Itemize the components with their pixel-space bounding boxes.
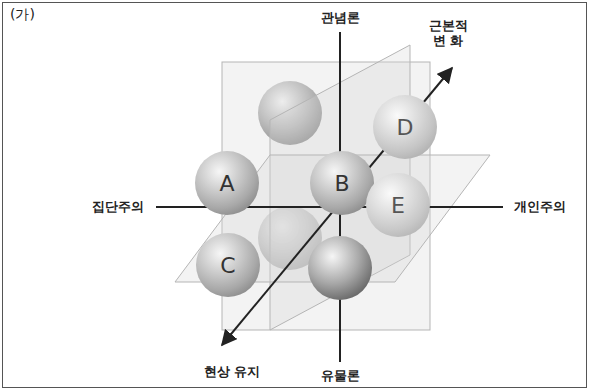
sphere-node: E	[366, 173, 430, 237]
sphere-node: B	[310, 151, 374, 215]
sphere-letter: D	[397, 115, 414, 140]
axis-label: 집단주의	[90, 200, 146, 215]
sphere-letter: C	[220, 253, 235, 278]
sphere-node: C	[196, 233, 260, 297]
axis-label: 유물론	[319, 369, 362, 384]
axis-label: 관념론	[319, 11, 362, 26]
axis-label: 근본적 변 화	[423, 19, 473, 49]
sphere-letter: E	[391, 193, 405, 218]
axis-label: 개인주의	[512, 200, 568, 215]
sphere-node: A	[195, 151, 259, 215]
sphere-letter: B	[334, 171, 349, 196]
axis-label: 현상 유지	[202, 365, 263, 380]
panel-label: (가)	[8, 6, 37, 22]
sphere-letter: A	[219, 171, 234, 196]
sphere-node: D	[373, 95, 437, 159]
